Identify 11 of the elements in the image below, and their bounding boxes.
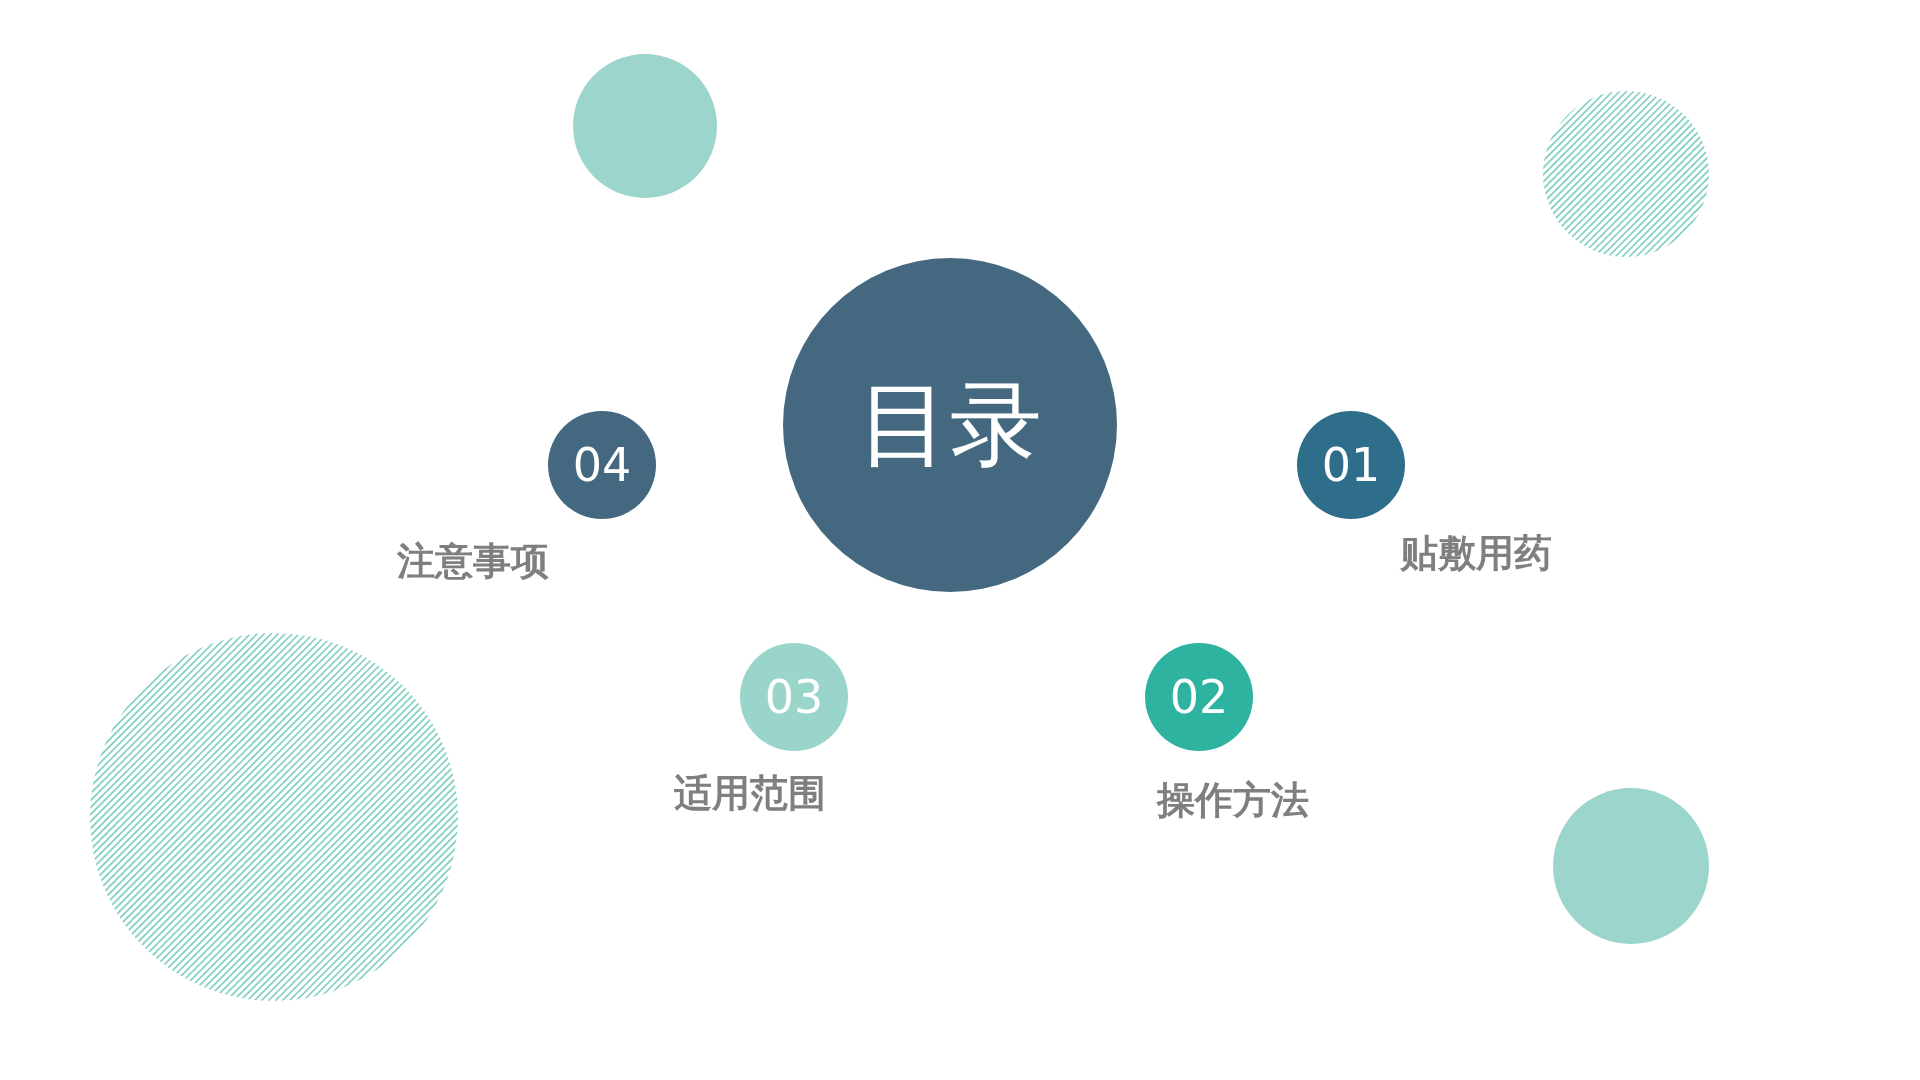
section-number: 03 [763, 670, 825, 724]
section-title: 贴敷用药 [1400, 529, 1552, 577]
section-title: 注意事项 [397, 537, 549, 585]
hatched-circle [1543, 91, 1709, 257]
section-title: 适用范围 [674, 769, 826, 817]
hatched-circle [90, 633, 458, 1001]
section-title: 操作方法 [1157, 776, 1309, 824]
title-text: 目录 [857, 370, 1043, 480]
section-number: 01 [1320, 438, 1382, 492]
section-number: 02 [1168, 670, 1230, 724]
section-number: 04 [571, 438, 633, 492]
